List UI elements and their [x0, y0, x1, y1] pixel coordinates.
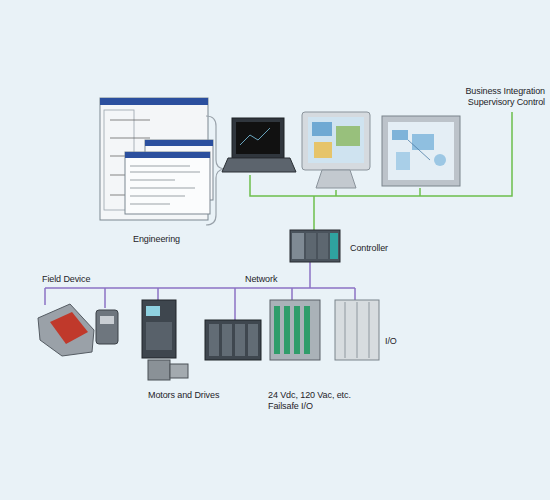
label-text: Engineering [133, 234, 180, 245]
label-wrap: Controller [350, 243, 388, 254]
panel-icon [382, 116, 460, 186]
laptop-icon [222, 118, 296, 172]
label-text: Network [245, 274, 277, 285]
label-text: Controller [350, 243, 388, 254]
label-wrap: Failsafe I/O [268, 401, 313, 412]
field-devices [38, 304, 118, 356]
label-text: Supervisory Control [468, 97, 545, 108]
label-wrap: Business Integration [465, 86, 545, 97]
label-text: Failsafe I/O [268, 401, 313, 412]
bracket [206, 116, 224, 225]
label-wrap: I/O [385, 336, 397, 347]
label-wrap: Motors and Drives [148, 390, 219, 401]
label-wrap: Engineering [133, 234, 180, 245]
label-text: Motors and Drives [148, 390, 219, 401]
label-wrap: Network [245, 274, 277, 285]
label-text: Field Device [42, 274, 90, 285]
monitor-icon [302, 112, 370, 188]
controller-icon [290, 230, 340, 262]
label-wrap: Field Device [42, 274, 90, 285]
label-text: I/O [385, 336, 397, 347]
label-text: 24 Vdc, 120 Vac, etc. [268, 390, 351, 401]
drive-motor [142, 300, 188, 380]
label-text: Business Integration [465, 86, 545, 97]
label-wrap: 24 Vdc, 120 Vac, etc. [268, 390, 351, 401]
engineering-screens [100, 98, 213, 220]
label-wrap: Supervisory Control [468, 97, 545, 108]
io-modules [205, 300, 379, 360]
